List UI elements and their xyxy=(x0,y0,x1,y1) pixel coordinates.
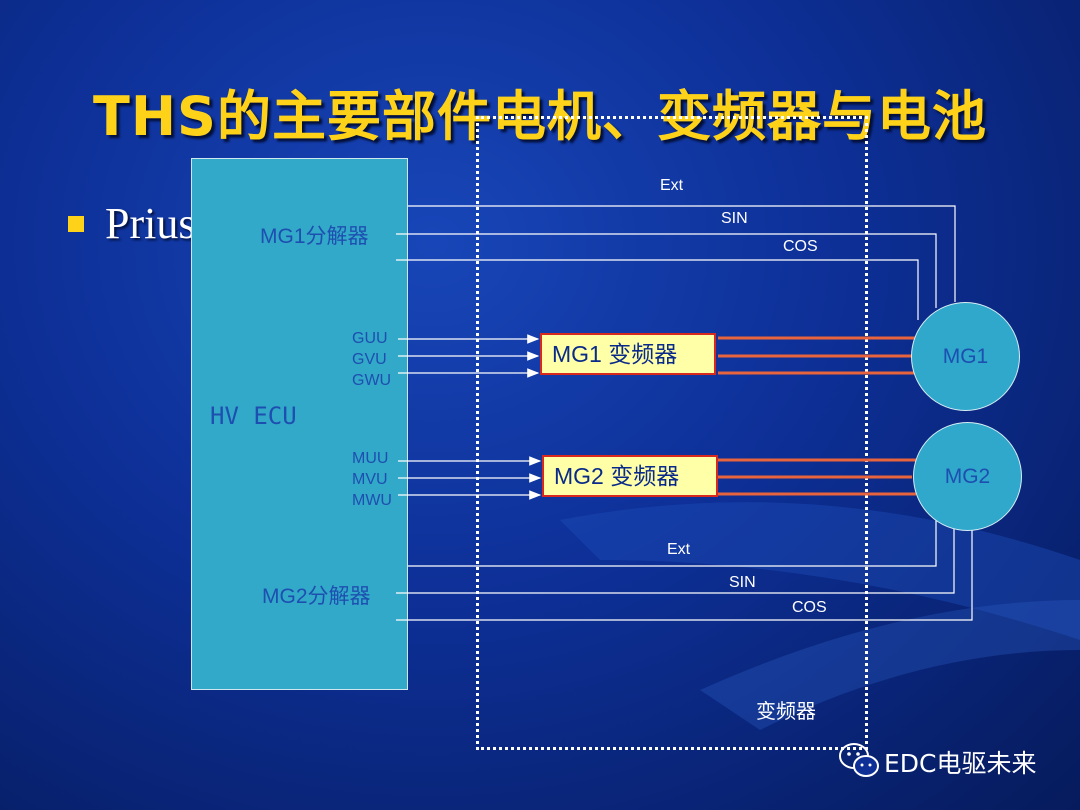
mg1-resolver-label: MG1分解器 xyxy=(260,225,369,248)
mg1-motor: MG1 xyxy=(911,302,1020,411)
gate-label-mvu: MVU xyxy=(352,471,388,488)
gate-label-guu: GUU xyxy=(352,330,388,347)
mg2-inverter-box: MG2 变频器 xyxy=(542,455,718,497)
bullet-square-icon xyxy=(68,216,84,232)
mg2-motor: MG2 xyxy=(913,422,1022,531)
watermark-text: EDC电驱未来 xyxy=(884,749,1037,778)
wechat-icon xyxy=(839,743,879,777)
gate-label-muu: MUU xyxy=(352,450,389,467)
signal-label-ext-bottom: Ext xyxy=(667,541,691,558)
mg1-cos-wire xyxy=(396,259,919,320)
hv-ecu-label: HV ECU xyxy=(210,402,297,430)
bullet-text: Prius xyxy=(105,199,196,248)
signal-label-sin-top: SIN xyxy=(721,210,748,227)
signal-label-cos-top: COS xyxy=(783,238,818,255)
mg1-inverter-box: MG1 变频器 xyxy=(540,333,716,375)
mg1-motor-label: MG1 xyxy=(942,344,989,368)
gate-label-mwu: MWU xyxy=(352,492,392,509)
hv-ecu-box xyxy=(191,158,408,690)
inverter-frame-label: 变频器 xyxy=(756,699,816,723)
inverter-frame xyxy=(476,116,868,750)
signal-label-cos-bottom: COS xyxy=(792,599,827,616)
mg2-resolver-label: MG2分解器 xyxy=(262,585,371,608)
signal-label-sin-bottom: SIN xyxy=(729,574,756,591)
mg1-sin-wire xyxy=(396,233,937,308)
mg1-ext-wire xyxy=(408,205,956,302)
signal-label-ext-top: Ext xyxy=(660,177,684,194)
mg2-motor-label: MG2 xyxy=(944,464,991,488)
mg2-cos-wire xyxy=(396,528,973,621)
gate-label-gvu: GVU xyxy=(352,351,387,368)
gate-label-gwu: GWU xyxy=(352,372,392,389)
mg2-sin-wire xyxy=(396,514,955,594)
mg2-ext-wire xyxy=(408,500,937,567)
